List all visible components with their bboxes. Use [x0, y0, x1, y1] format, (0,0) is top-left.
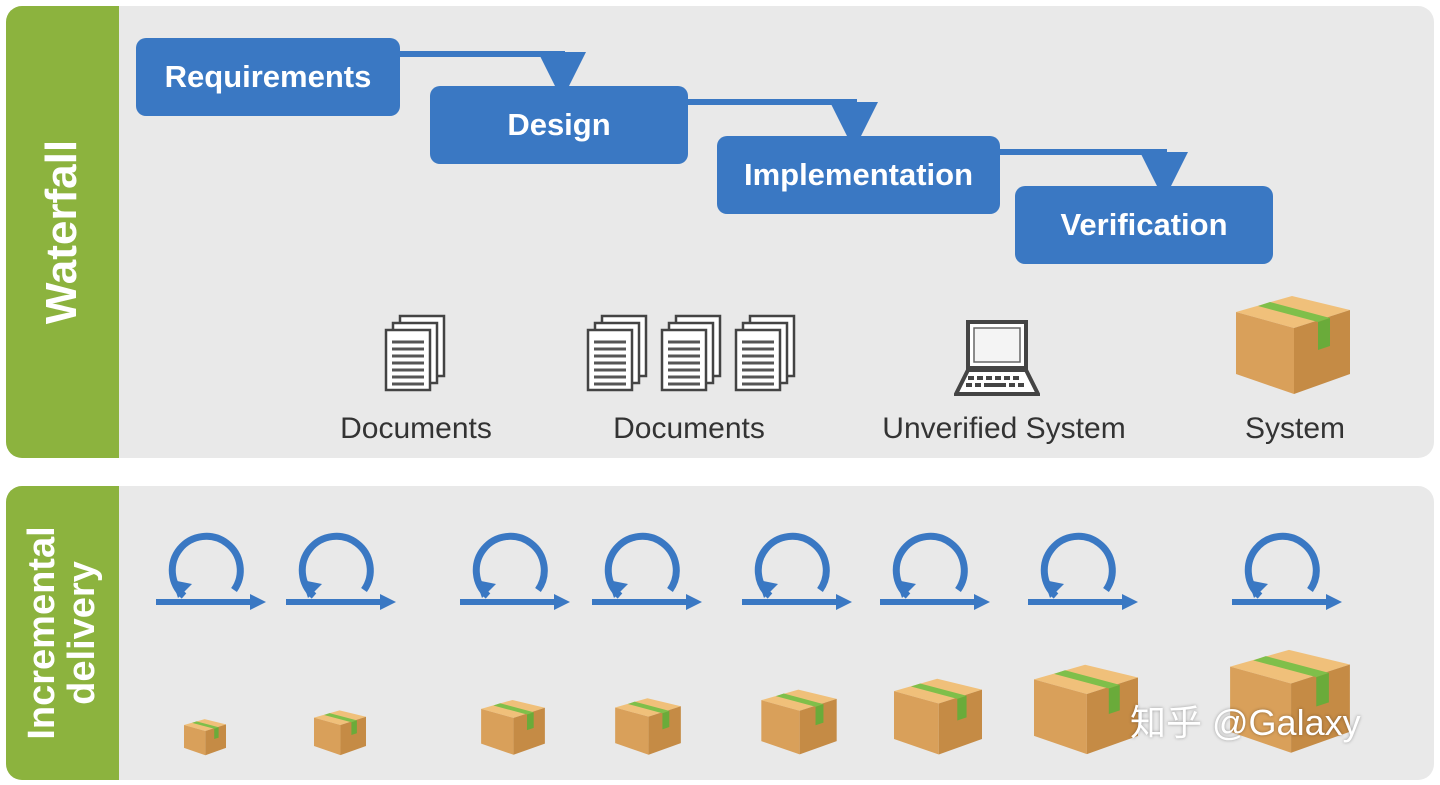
package-box-icon [314, 710, 366, 756]
incremental-panel: Incremental delivery [6, 486, 1434, 780]
stage-requirements: Requirements [136, 38, 400, 116]
package-box-icon [615, 698, 681, 755]
incremental-label: Incremental delivery [21, 526, 103, 740]
iteration-loop-icon [156, 532, 266, 610]
iteration-loop-icon [1232, 532, 1342, 610]
package-box-icon [1236, 296, 1350, 394]
stage-connectors [400, 51, 1188, 200]
documents-stack-icon [384, 314, 446, 392]
artifact-label-system: System [1244, 412, 1346, 445]
documents-stack-icon [586, 314, 648, 392]
package-box-icon [761, 689, 837, 755]
package-box-icon [1034, 664, 1138, 755]
documents-stack-icon [660, 314, 722, 392]
connector-arrow [688, 99, 878, 150]
package-box-icon [481, 699, 545, 755]
iteration-loop-icon [880, 532, 990, 610]
incremental-sidebar: Incremental delivery [6, 486, 119, 780]
package-box-icon [184, 719, 226, 756]
artifact-label-unverified-system: Unverified System [882, 412, 1126, 445]
waterfall-panel: Waterfall Requirements Design Implementa… [6, 6, 1434, 458]
package-box-icon [894, 678, 982, 755]
iteration-loop-icon [1028, 532, 1138, 610]
artifact-label-documents: Documents [613, 412, 765, 445]
stage-implementation: Implementation [717, 136, 1000, 214]
documents-stack-icon [734, 314, 796, 392]
connector-arrow [400, 51, 586, 100]
artifact-label-documents: Documents [340, 412, 492, 445]
iteration-loop-icon [460, 532, 570, 610]
iteration-loop-icon [592, 532, 702, 610]
iteration-loop-icon [742, 532, 852, 610]
connector-arrow [1000, 149, 1188, 200]
laptop-icon [954, 320, 1040, 396]
incremental-label-line1: Incremental [21, 526, 63, 740]
watermark: 知乎 @Galaxy [1130, 702, 1361, 743]
package-box-icon [1230, 649, 1350, 753]
waterfall-sidebar: Waterfall [6, 6, 119, 458]
incremental-label-line2: delivery [61, 561, 103, 705]
iteration-loop-icon [286, 532, 396, 610]
stage-verification: Verification [1015, 186, 1273, 264]
stage-design: Design [430, 86, 688, 164]
